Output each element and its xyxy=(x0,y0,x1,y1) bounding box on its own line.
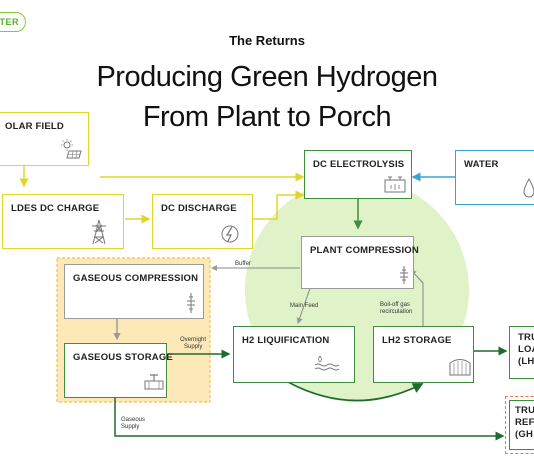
valve-icon xyxy=(144,374,164,390)
node-ldes-dc-charge: LDES DC CHARGE xyxy=(2,194,124,249)
node-truck-loading-label-3: (LH xyxy=(518,356,534,367)
edge-label-gaseous-1: Gaseous xyxy=(121,417,146,423)
power-tower-icon xyxy=(92,219,106,245)
edge-discharge-electrolysis xyxy=(253,190,305,220)
node-truck-loading-label-2: LOA xyxy=(518,344,534,355)
node-solar-field: OLAR FIELD xyxy=(0,112,89,166)
node-ldes-dc-charge-label: LDES DC CHARGE xyxy=(11,203,100,214)
node-lh2-storage-label: LH2 STORAGE xyxy=(382,335,452,346)
node-gaseous-storage: GASEOUS STORAGE xyxy=(64,343,173,398)
node-truck-refuel-label-2: REF xyxy=(515,417,534,428)
edge-label-boiloff-1: Boil-off gas xyxy=(380,302,410,308)
faucet-icon xyxy=(523,177,534,198)
node-h2-liquification-label: H2 LIQUIFICATION xyxy=(242,335,330,346)
category-pill[interactable]: STER xyxy=(0,12,26,32)
node-water: WATER xyxy=(455,150,534,205)
node-h2-liquification: H2 LIQUIFICATION xyxy=(233,326,355,383)
node-gaseous-compression: GASEOUS COMPRESSION xyxy=(64,264,204,319)
page-title-line-2: From Plant to Porch xyxy=(142,101,392,133)
compressor-icon xyxy=(400,266,408,284)
node-plant-compression: PLANT COMPRESSION xyxy=(301,236,419,289)
node-lh2-storage: LH2 STORAGE xyxy=(373,326,474,383)
edge-label-main-feed: Main Feed xyxy=(290,303,319,309)
node-truck-refuel: TRU REF (GH xyxy=(505,396,534,454)
electrolyzer-icon xyxy=(384,176,406,193)
page-subtitle: The Returns xyxy=(229,33,305,48)
node-dc-electrolysis-label: DC ELECTROLYSIS xyxy=(313,159,405,170)
node-truck-loading: TRU LOA (LH xyxy=(509,326,534,379)
node-dc-discharge: DC DISCHARGE xyxy=(152,194,253,249)
node-dc-electrolysis: DC ELECTROLYSIS xyxy=(304,150,412,199)
node-truck-refuel-inner: TRU REF (GH xyxy=(509,400,534,450)
edge-label-buffer: Buffer xyxy=(235,261,251,267)
edge-liquification-storage xyxy=(287,381,424,402)
node-gaseous-storage-label: GASEOUS STORAGE xyxy=(73,352,173,363)
edge-label-overnight-2: Supply xyxy=(184,344,203,350)
edge-gaseous-supply xyxy=(114,398,505,441)
gaseous-zone-border xyxy=(56,257,211,403)
node-gaseous-compression-label: GASEOUS COMPRESSION xyxy=(73,273,199,284)
edge-label-overnight-1: Overnight xyxy=(180,337,207,343)
tank-icon xyxy=(449,359,471,376)
node-truck-refuel-label-3: (GH xyxy=(515,429,534,440)
node-truck-refuel-label-1: TRU xyxy=(515,405,534,416)
node-water-label: WATER xyxy=(464,159,499,170)
node-truck-loading-label-1: TRU xyxy=(518,332,534,343)
edge-label-boiloff-2: recirculation xyxy=(380,309,413,315)
liquid-waves-icon xyxy=(314,355,340,371)
node-plant-compression-label: PLANT COMPRESSION xyxy=(310,245,419,256)
compressor-icon xyxy=(187,293,195,313)
node-solar-field-label: OLAR FIELD xyxy=(5,121,64,132)
node-dc-discharge-label: DC DISCHARGE xyxy=(161,203,237,214)
page-title-line-1: Producing Green Hydrogen xyxy=(96,61,438,93)
edge-storage-compression xyxy=(410,269,424,326)
lightning-icon xyxy=(221,225,239,243)
edge-label-gaseous-2: Supply xyxy=(121,424,140,430)
solar-panel-icon xyxy=(61,139,82,159)
